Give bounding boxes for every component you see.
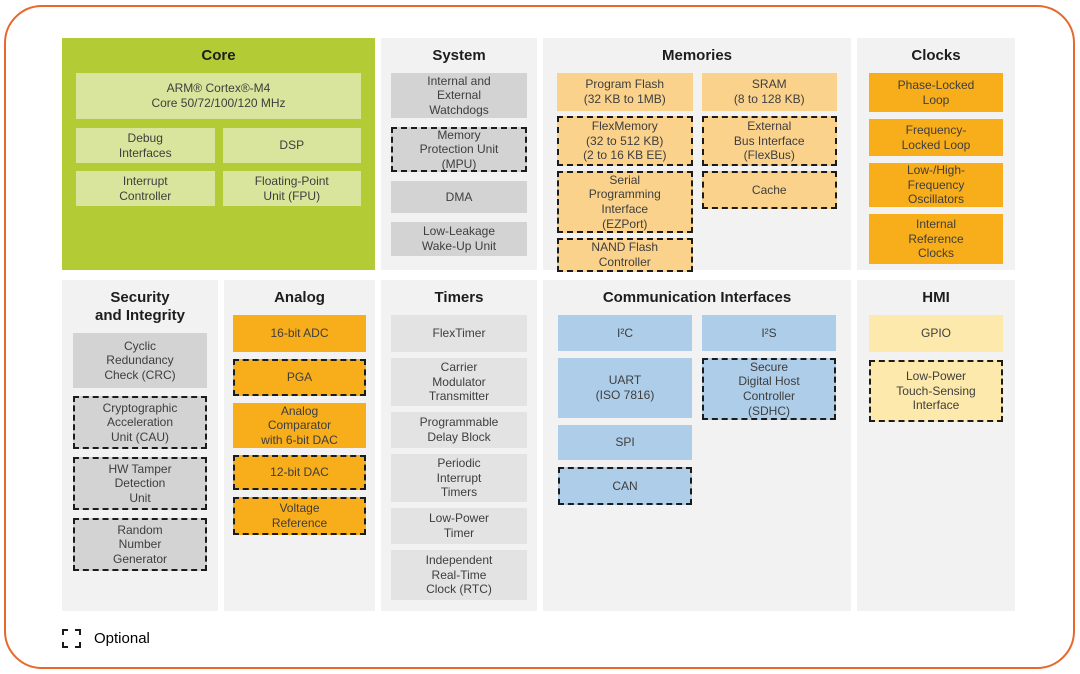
block-random-number-generator: Random Number Generator [73,518,207,571]
block-carrier-modulator-transmitter: Carrier Modulator Transmitter [391,358,527,406]
section-core: Core ARM® Cortex®-M4 Core 50/72/100/120 … [62,38,375,270]
section-hmi: HMI GPIO Low-Power Touch-Sensing Interfa… [857,280,1015,611]
block-debug-interfaces: Debug Interfaces [76,128,215,163]
block-memory-protection-unit: Memory Protection Unit (MPU) [391,127,527,172]
section-clocks-title: Clocks [911,47,961,64]
block-flexbus: External Bus Interface (FlexBus) [701,116,837,166]
block-i2s: I²S [702,315,836,351]
section-comm-title: Communication Interfaces [602,289,792,306]
block-arm-cortex-m4-core: ARM® Cortex®-M4 Core 50/72/100/120 MHz [76,73,361,119]
section-security-and-integrity: Security and Integrity Cyclic Redundancy… [62,280,218,611]
section-analog: Analog 16-bit ADC PGA Analog Comparator … [224,280,375,611]
section-communication-interfaces: Communication Interfaces I²C UART (ISO 7… [543,280,851,611]
block-flextimer: FlexTimer [391,315,527,352]
block-cryptographic-acceleration-unit: Cryptographic Acceleration Unit (CAU) [73,396,207,449]
section-system: System Internal and External Watchdogs M… [381,38,537,270]
block-dma: DMA [391,181,527,213]
optional-dashed-box-icon [62,629,81,648]
block-floating-point-unit: Floating-Point Unit (FPU) [222,171,361,206]
block-periodic-interrupt-timers: Periodic Interrupt Timers [391,454,527,502]
section-timers-title: Timers [434,289,484,306]
block-real-time-clock: Independent Real-Time Clock (RTC) [391,550,527,600]
block-uart: UART (ISO 7816) [558,358,692,418]
diagram-rounded-frame [4,5,1075,669]
section-memories-title: Memories [661,47,733,64]
block-phase-locked-loop: Phase-Locked Loop [869,73,1003,112]
block-low-power-timer: Low-Power Timer [391,508,527,544]
legend-optional: Optional [62,629,150,648]
block-programmable-delay-block: Programmable Delay Block [391,412,527,448]
block-can: CAN [558,467,692,505]
block-spi: SPI [558,425,692,460]
section-hmi-title: HMI [922,289,950,306]
block-program-flash: Program Flash (32 KB to 1MB) [557,73,693,111]
block-internal-reference-clocks: Internal Reference Clocks [869,214,1003,264]
section-memories: Memories Program Flash (32 KB to 1MB) Fl… [543,38,851,272]
block-voltage-reference: Voltage Reference [233,497,366,535]
block-i2c: I²C [558,315,692,351]
block-16-bit-adc: 16-bit ADC [233,315,366,352]
block-ezport: Serial Programming Interface (EZPort) [557,171,693,233]
block-dsp: DSP [222,128,361,163]
section-clocks: Clocks Phase-Locked Loop Frequency- Lock… [857,38,1015,270]
legend-label: Optional [94,630,150,647]
block-nand-flash-controller: NAND Flash Controller [557,238,693,272]
section-analog-title: Analog [274,289,325,306]
block-pga: PGA [233,359,366,396]
section-system-title: System [432,47,486,64]
block-interrupt-controller: Interrupt Controller [76,171,215,206]
block-low-power-touch-sensing-interface: Low-Power Touch-Sensing Interface [869,360,1003,422]
block-flexmemory: FlexMemory (32 to 512 KB) (2 to 16 KB EE… [557,116,693,166]
block-12-bit-dac: 12-bit DAC [233,455,366,490]
block-hw-tamper-detection-unit: HW Tamper Detection Unit [73,457,207,510]
block-analog-comparator: Analog Comparator with 6-bit DAC [233,403,366,448]
section-security-title: Security and Integrity [94,289,185,324]
section-core-title: Core [201,47,236,64]
block-oscillators: Low-/High- Frequency Oscillators [869,163,1003,207]
block-gpio: GPIO [869,315,1003,352]
block-low-leakage-wake-up-unit: Low-Leakage Wake-Up Unit [391,222,527,256]
block-cache: Cache [701,171,837,209]
block-sram: SRAM (8 to 128 KB) [701,73,837,111]
block-internal-external-watchdogs: Internal and External Watchdogs [391,73,527,118]
block-frequency-locked-loop: Frequency- Locked Loop [869,119,1003,156]
block-crc: Cyclic Redundancy Check (CRC) [73,333,207,388]
block-sdhc: Secure Digital Host Controller (SDHC) [702,358,836,420]
section-timers: Timers FlexTimer Carrier Modulator Trans… [381,280,537,611]
